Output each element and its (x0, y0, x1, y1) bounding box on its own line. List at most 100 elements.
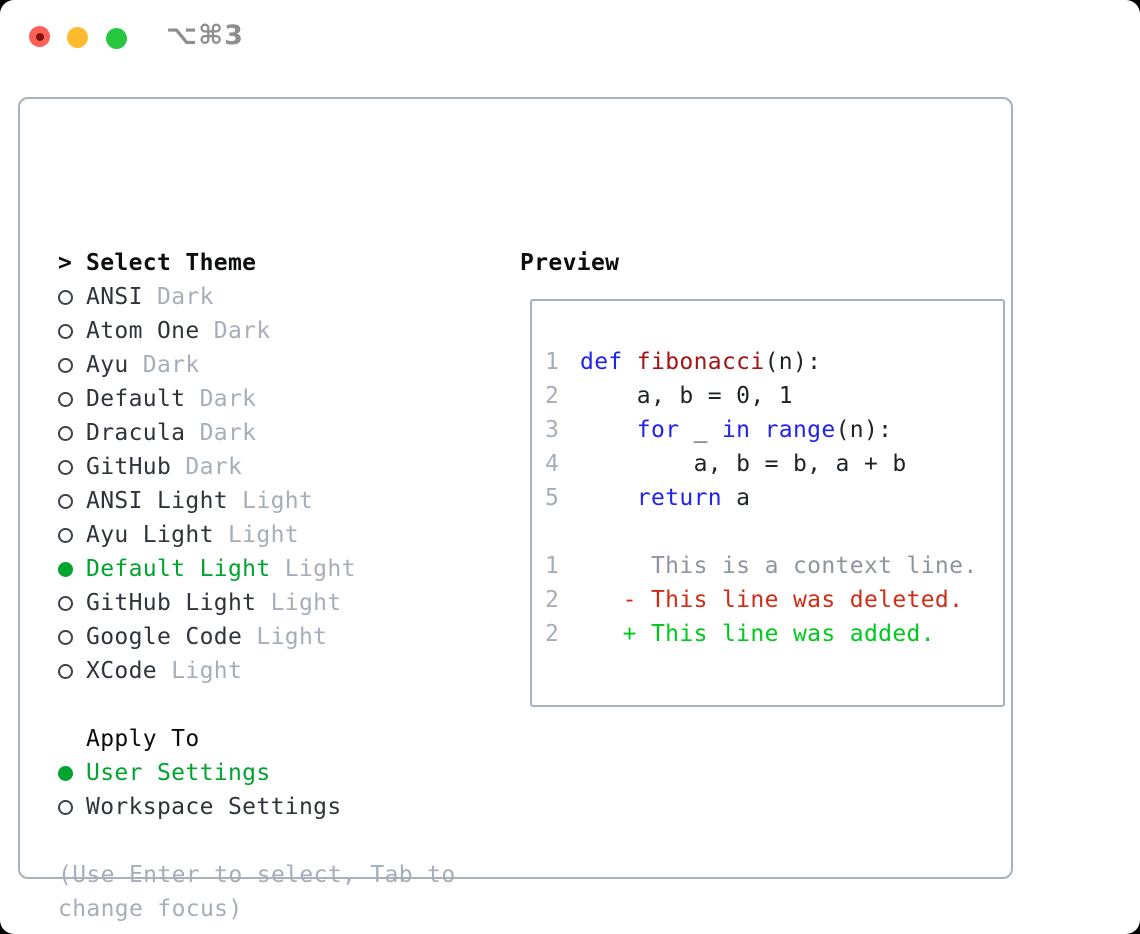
apply-to-list: User Settings Workspace Settings (58, 756, 486, 824)
theme-variant: Light (242, 624, 328, 650)
theme-variant: Light (227, 488, 314, 514)
line-content: def fibonacci(n): (580, 349, 822, 375)
theme-name: Default (86, 386, 186, 412)
spacer (58, 688, 486, 722)
apply-option-user-settings[interactable]: User Settings (58, 756, 486, 790)
theme-item-default-light[interactable]: Default Light Light (58, 552, 486, 586)
radio-circle-icon (58, 357, 73, 373)
radio-icon (58, 289, 86, 305)
line-number: 2 (545, 383, 560, 409)
radio-icon (58, 629, 86, 645)
option-label: User Settings (86, 760, 271, 786)
select-theme-header: Select Theme (86, 250, 257, 276)
line-content: return a (636, 485, 751, 511)
radio-icon (58, 799, 86, 815)
theme-variant: Dark (185, 386, 257, 412)
radio-icon (58, 323, 86, 339)
spacer (58, 824, 486, 858)
theme-variant: Light (157, 658, 243, 684)
theme-variant: Dark (185, 420, 257, 446)
radio-circle-icon (58, 663, 73, 679)
code-line-2: 2 a, b = 0, 1 (532, 379, 1003, 413)
theme-name: GitHub Light (86, 590, 257, 616)
line-content: + This line was added. (580, 621, 935, 647)
keyboard-hint: (Use Enter to select, Tab to change focu… (58, 862, 456, 922)
theme-selector: > Select Theme ANSI Dark Atom One Dark A… (58, 246, 486, 926)
theme-name: Dracula (86, 420, 186, 446)
line-number: 1 (545, 349, 560, 375)
preview-header: Preview (520, 250, 620, 276)
code-line-1: 1 def fibonacci(n): (532, 345, 1003, 379)
theme-item-atom-one[interactable]: Atom One Dark (58, 314, 486, 348)
line-content: - This line was deleted. (580, 587, 964, 613)
theme-item-xcode[interactable]: XCode Light (58, 654, 486, 688)
theme-item-google-code[interactable]: Google Code Light (58, 620, 486, 654)
theme-item-ayu-light[interactable]: Ayu Light Light (58, 518, 486, 552)
theme-name: Atom One (86, 318, 200, 344)
radio-icon (58, 459, 86, 475)
option-label: Workspace Settings (86, 794, 342, 820)
theme-variant: Dark (199, 318, 271, 344)
theme-variant: Dark (171, 454, 243, 480)
radio-icon (58, 765, 86, 781)
theme-list: ANSI Dark Atom One Dark Ayu Dark Default… (58, 280, 486, 688)
radio-circle-icon (58, 629, 73, 645)
code-line-5: 5 return a (532, 481, 1003, 515)
line-content: a, b = b, a + b (580, 451, 907, 477)
diff-line-context: 1 This is a context line. (532, 549, 1003, 583)
preview-content: 1 def fibonacci(n): 2 a, b = 0, 1 3 for … (532, 345, 1003, 651)
theme-variant: Dark (142, 284, 214, 310)
radio-circle-icon (58, 561, 73, 577)
radio-icon (58, 561, 86, 577)
line-content: for _ in range(n): (636, 417, 893, 443)
theme-variant: Dark (128, 352, 200, 378)
diff-line-deleted: 2 - This line was deleted. (532, 583, 1003, 617)
theme-item-ansi[interactable]: ANSI Dark (58, 280, 486, 314)
theme-name: ANSI Light (86, 488, 228, 514)
theme-name: Ayu (86, 352, 129, 378)
theme-name: Google Code (86, 624, 243, 650)
radio-circle-icon (58, 289, 73, 305)
close-button[interactable] (29, 26, 50, 47)
radio-icon (58, 391, 86, 407)
preview-box: 1 def fibonacci(n): 2 a, b = 0, 1 3 for … (530, 299, 1005, 707)
theme-name: Ayu Light (86, 522, 214, 548)
radio-circle-icon (58, 799, 73, 815)
code-line-3: 3 for _ in range(n): (532, 413, 1003, 447)
line-content: a, b = 0, 1 (580, 383, 793, 409)
radio-icon (58, 663, 86, 679)
theme-variant: Light (270, 556, 356, 582)
radio-circle-icon (58, 493, 73, 509)
radio-icon (58, 425, 86, 441)
line-number: 3 (545, 417, 560, 443)
radio-icon (58, 493, 86, 509)
code-sample: 1 def fibonacci(n): 2 a, b = 0, 1 3 for … (532, 345, 1003, 515)
settings-panel: > Select Theme ANSI Dark Atom One Dark A… (18, 97, 1013, 922)
theme-item-github-light[interactable]: GitHub Light Light (58, 586, 486, 620)
radio-icon (58, 357, 86, 373)
diff-sample: 1 This is a context line. 2 - This line … (532, 549, 1003, 651)
unsaved-changes-dot-icon (35, 32, 44, 41)
theme-item-github[interactable]: GitHub Dark (58, 450, 486, 484)
line-number: 2 (545, 621, 560, 647)
line-content: This is a context line. (580, 553, 978, 579)
theme-item-dracula[interactable]: Dracula Dark (58, 416, 486, 450)
apply-option-workspace-settings[interactable]: Workspace Settings (58, 790, 486, 824)
line-number: 5 (545, 485, 560, 511)
diff-line-added: 2 + This line was added. (532, 617, 1003, 651)
minimize-button[interactable] (67, 27, 88, 48)
focus-cursor: > (58, 250, 73, 276)
zoom-button[interactable] (106, 28, 127, 49)
radio-circle-icon (58, 459, 73, 475)
theme-name: GitHub (86, 454, 172, 480)
line-number: 2 (545, 587, 560, 613)
theme-item-default[interactable]: Default Dark (58, 382, 486, 416)
theme-item-ayu[interactable]: Ayu Dark (58, 348, 486, 382)
radio-circle-icon (58, 425, 73, 441)
radio-circle-icon (58, 323, 73, 339)
theme-item-ansi-light[interactable]: ANSI Light Light (58, 484, 486, 518)
line-number: 1 (545, 553, 560, 579)
radio-circle-icon (58, 765, 73, 781)
radio-circle-icon (58, 391, 73, 407)
